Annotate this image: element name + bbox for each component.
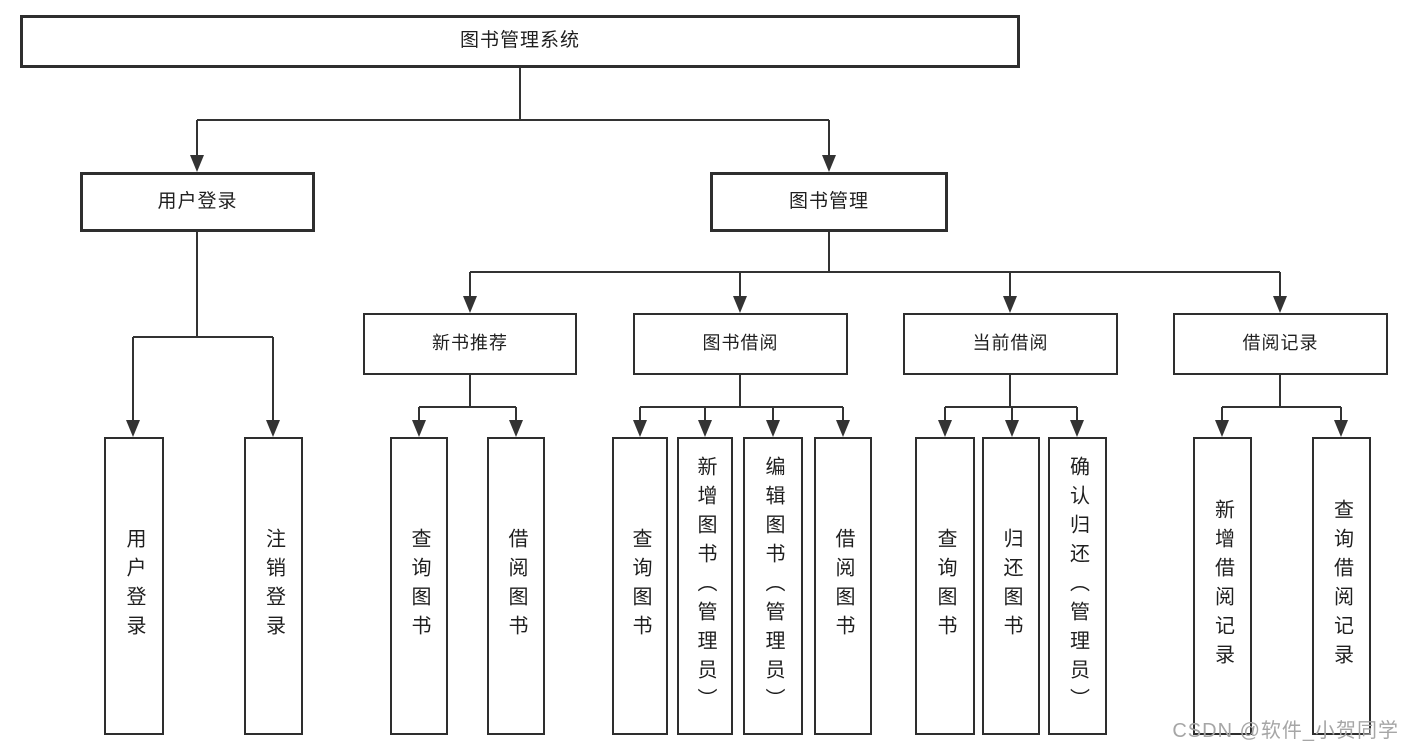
leaf-borrow-books-borrowing: 借阅图书 — [814, 437, 872, 735]
node-label: 编辑图书（管理员） — [762, 455, 784, 717]
leaf-query-books-borrowing: 查询图书 — [612, 437, 668, 735]
node-book-borrowing: 图书借阅 — [633, 313, 848, 375]
node-label: 图书借阅 — [702, 333, 779, 354]
leaf-add-borrow-record: 新增借阅记录 — [1193, 437, 1252, 735]
leaf-query-books-current: 查询图书 — [915, 437, 975, 735]
node-label: 查询图书 — [629, 528, 651, 644]
node-label: 图书管理系统 — [459, 30, 580, 52]
node-library-management-system: 图书管理系统 — [20, 15, 1020, 68]
node-label: 新增借阅记录 — [1211, 499, 1234, 673]
node-label: 注销登录 — [262, 528, 285, 644]
node-label: 图书管理 — [788, 190, 869, 212]
node-borrowing-records: 借阅记录 — [1173, 313, 1388, 375]
leaf-confirm-return-admin: 确认归还（管理员） — [1048, 437, 1107, 735]
leaf-query-books-recommend: 查询图书 — [390, 437, 448, 735]
node-label: 用户登录 — [157, 190, 238, 212]
node-label: 借阅图书 — [832, 528, 854, 644]
node-label: 借阅图书 — [505, 528, 527, 644]
node-new-book-recommendation: 新书推荐 — [363, 313, 577, 375]
node-label: 查询借阅记录 — [1330, 499, 1353, 673]
watermark: CSDN @软件_小贺同学 — [1172, 720, 1399, 742]
node-label: 查询图书 — [408, 528, 430, 644]
leaf-query-borrow-record: 查询借阅记录 — [1312, 437, 1371, 735]
leaf-borrow-books-recommend: 借阅图书 — [487, 437, 545, 735]
node-user-login: 用户登录 — [80, 172, 315, 232]
node-current-borrowing: 当前借阅 — [903, 313, 1118, 375]
node-label: 新书推荐 — [432, 333, 508, 354]
node-label: 归还图书 — [1000, 528, 1022, 644]
node-label: 确认归还（管理员） — [1066, 455, 1089, 717]
leaf-logout: 注销登录 — [244, 437, 303, 735]
leaf-edit-books-admin: 编辑图书（管理员） — [743, 437, 803, 735]
node-label: 借阅记录 — [1242, 333, 1319, 354]
leaf-return-books: 归还图书 — [982, 437, 1040, 735]
leaf-user-login: 用户登录 — [104, 437, 164, 735]
node-label: 当前借阅 — [972, 333, 1049, 354]
node-label: 新增图书（管理员） — [694, 455, 716, 717]
node-label: 用户登录 — [123, 528, 145, 644]
node-book-management: 图书管理 — [710, 172, 948, 232]
leaf-add-books-admin: 新增图书（管理员） — [677, 437, 733, 735]
node-label: 查询图书 — [934, 528, 956, 644]
